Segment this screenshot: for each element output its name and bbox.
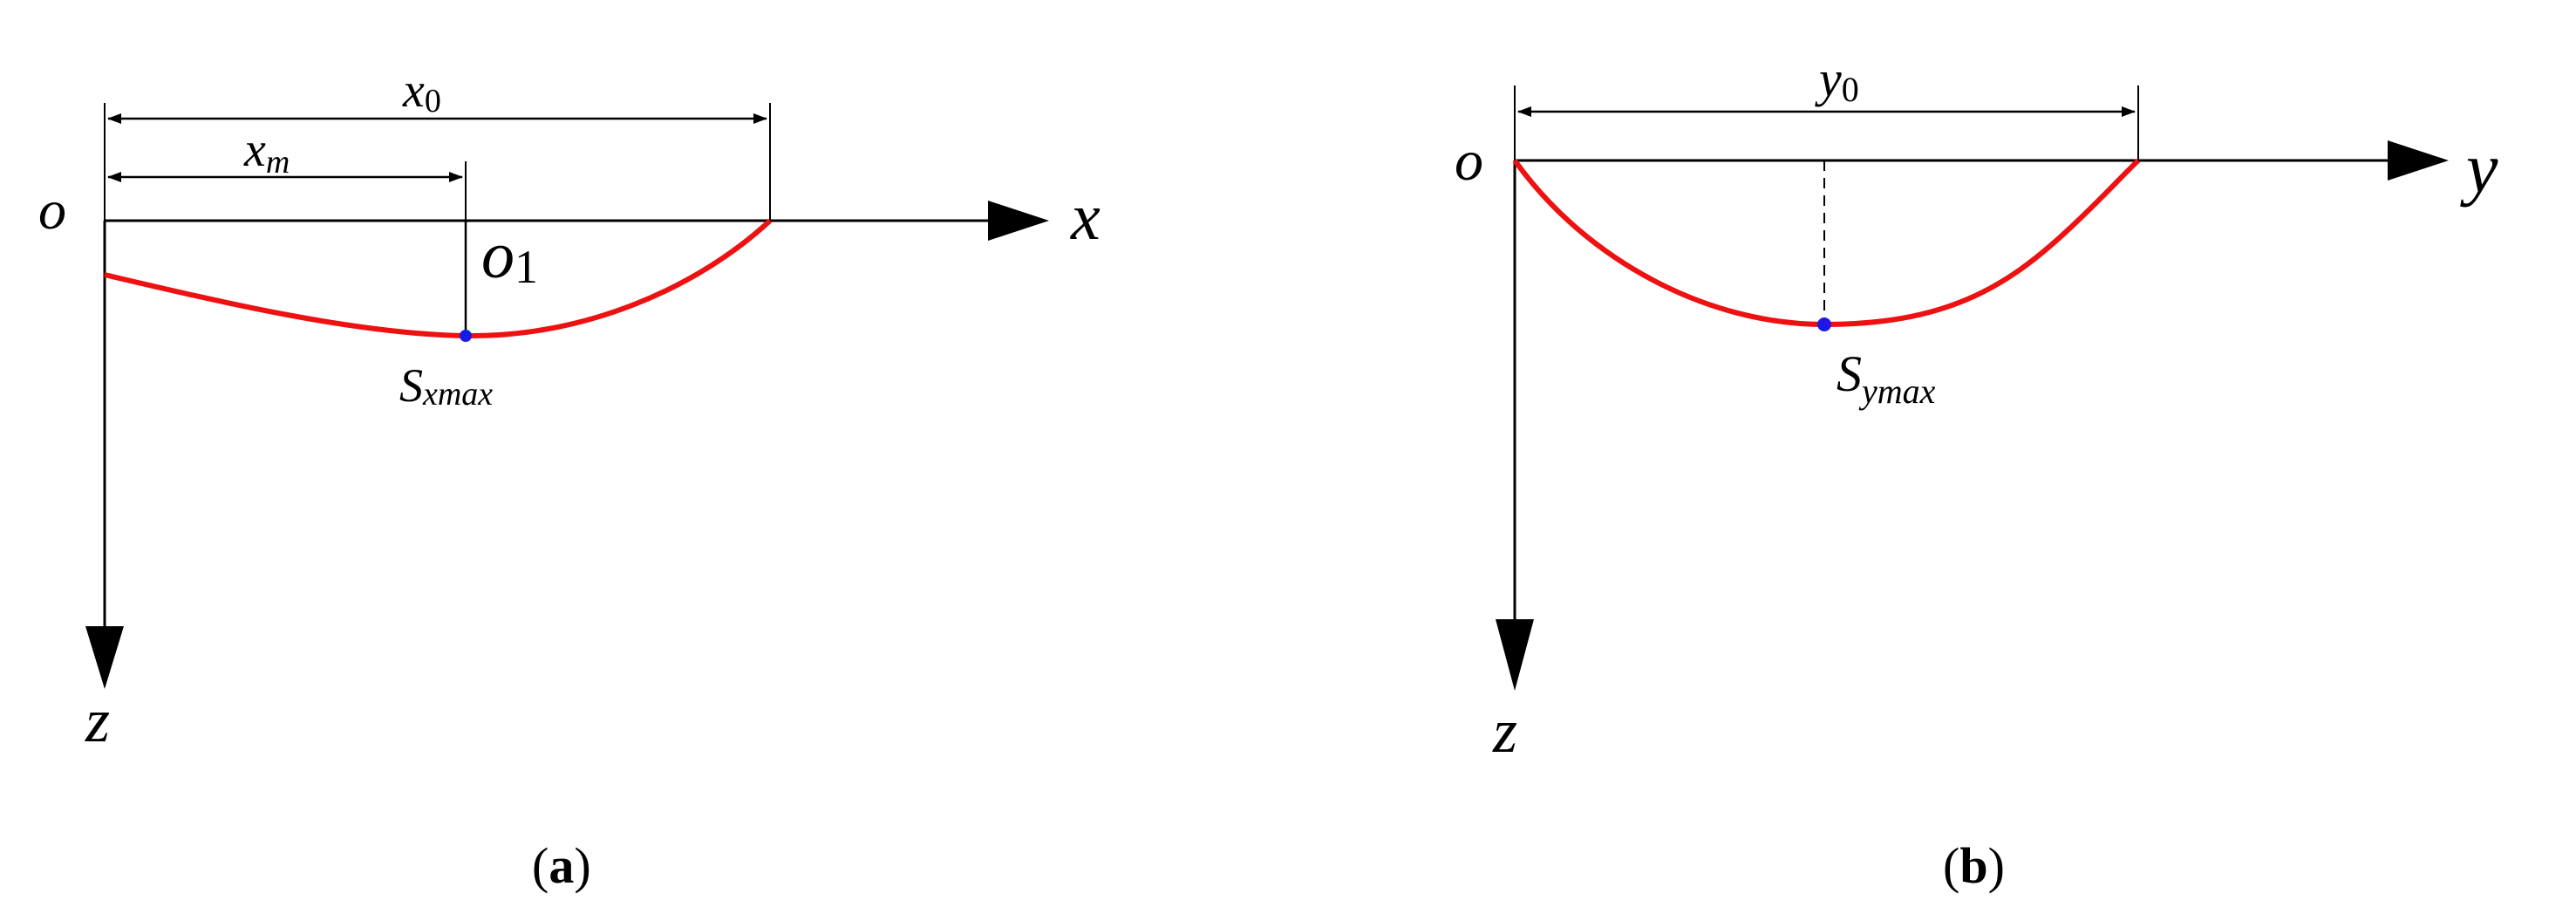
x-axis: [105, 201, 1049, 241]
z-axis: [85, 221, 124, 689]
z-axis-b-arrowhead: [1496, 619, 1534, 691]
y0-label: y0: [1815, 51, 1859, 109]
caption-b: (b): [1943, 837, 2005, 894]
origin-label-a: o: [38, 179, 66, 241]
max-settlement-point-x: [460, 330, 472, 342]
y-axis-label: y: [2460, 128, 2498, 208]
dimension-x0: [104, 103, 771, 221]
xm-label: xm: [243, 123, 290, 181]
z-axis-arrowhead: [85, 626, 124, 689]
x-axis-arrowhead: [988, 201, 1049, 241]
sxmax-label: Sxmax: [399, 359, 493, 413]
dimension-xm: [104, 161, 467, 221]
origin-label-b: o: [1455, 129, 1483, 193]
y-axis-arrowhead: [2388, 140, 2449, 181]
x-axis-label: x: [1070, 181, 1101, 254]
z-axis-label-b: z: [1492, 696, 1517, 766]
o1-label: o1: [481, 219, 538, 293]
panel-a: o x z x0 xm o1 Sxmax (a): [38, 64, 1101, 894]
symax-label: Symax: [1837, 345, 1936, 411]
settlement-curve-x: [104, 218, 773, 339]
panel-b: o y z y0 Symax (b): [1455, 51, 2498, 894]
y-axis: [1515, 140, 2449, 181]
x0-label: x0: [402, 64, 441, 119]
settlement-curve-y: [1512, 158, 2141, 328]
z-axis-b: [1496, 160, 1534, 691]
dimension-y0: [1514, 85, 2139, 160]
caption-a: (a): [532, 837, 591, 894]
z-axis-label-a: z: [85, 686, 110, 755]
max-settlement-point-y: [1817, 317, 1831, 331]
